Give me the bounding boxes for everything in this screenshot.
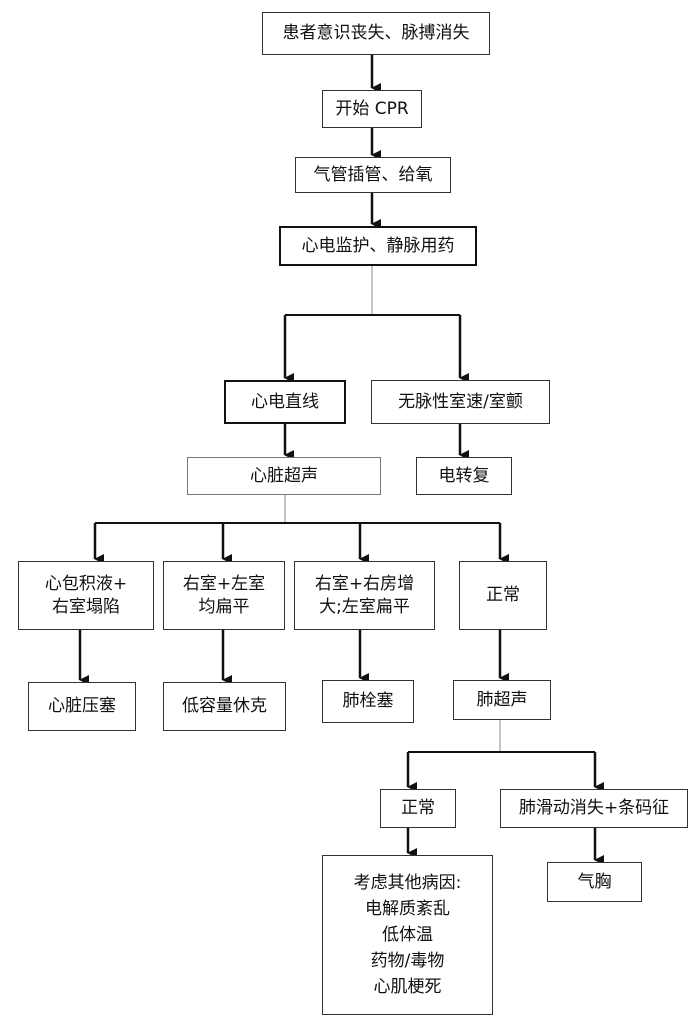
node-pericardial-effusion: 心包积液+ 右室塌陷 [18,561,154,630]
node-other-causes-heading: 考虑其他病因: [353,872,462,893]
node-other-causes-item: 电解质紊乱 [365,898,450,919]
node-pericardial-effusion-line-1: 心包积液+ [44,574,128,595]
node-other-causes-item: 药物/毒物 [370,951,445,972]
node-intubation-oxygen: 气管插管、给氧 [295,157,451,193]
node-start-cpr: 开始 CPR [322,90,422,128]
node-echo-normal: 正常 [459,561,547,630]
node-lung-ultrasound: 肺超声 [453,680,551,720]
node-rv-lv-flat: 右室+左室 均扁平 [163,561,285,630]
node-ecg-flatline: 心电直线 [224,380,346,424]
node-loss-of-consciousness: 患者意识丧失、脉搏消失 [262,12,490,55]
node-pulmonary-embolism: 肺栓塞 [322,680,414,723]
node-rv-lv-flat-line-1: 右室+左室 [182,574,266,595]
node-ecg-monitor-iv-drugs: 心电监护、静脉用药 [279,226,477,266]
node-lung-normal: 正常 [380,789,456,828]
node-cardioversion: 电转复 [416,457,512,495]
node-cardiac-echo: 心脏超声 [187,457,381,495]
node-pulseless-vt-vf: 无脉性室速/室颤 [371,380,550,424]
node-rv-ra-enlarged: 右室+右房增 大;左室扁平 [294,561,435,630]
node-rv-ra-enlarged-line-1: 右室+右房增 [314,574,415,595]
node-lung-sliding-absent: 肺滑动消失+条码征 [500,789,688,828]
node-other-causes-item: 心肌梗死 [373,977,442,998]
node-hypovolemic-shock: 低容量休克 [163,682,286,731]
node-other-causes: 考虑其他病因: 电解质紊乱 低体温 药物/毒物 心肌梗死 [322,855,493,1015]
node-rv-lv-flat-line-2: 均扁平 [198,596,250,617]
node-cardiac-tamponade: 心脏压塞 [28,682,136,731]
node-other-causes-item: 低体温 [382,924,433,945]
node-rv-ra-enlarged-line-2: 大;左室扁平 [319,596,410,617]
node-pericardial-effusion-line-2: 右室塌陷 [52,596,120,617]
node-pneumothorax: 气胸 [547,862,642,902]
